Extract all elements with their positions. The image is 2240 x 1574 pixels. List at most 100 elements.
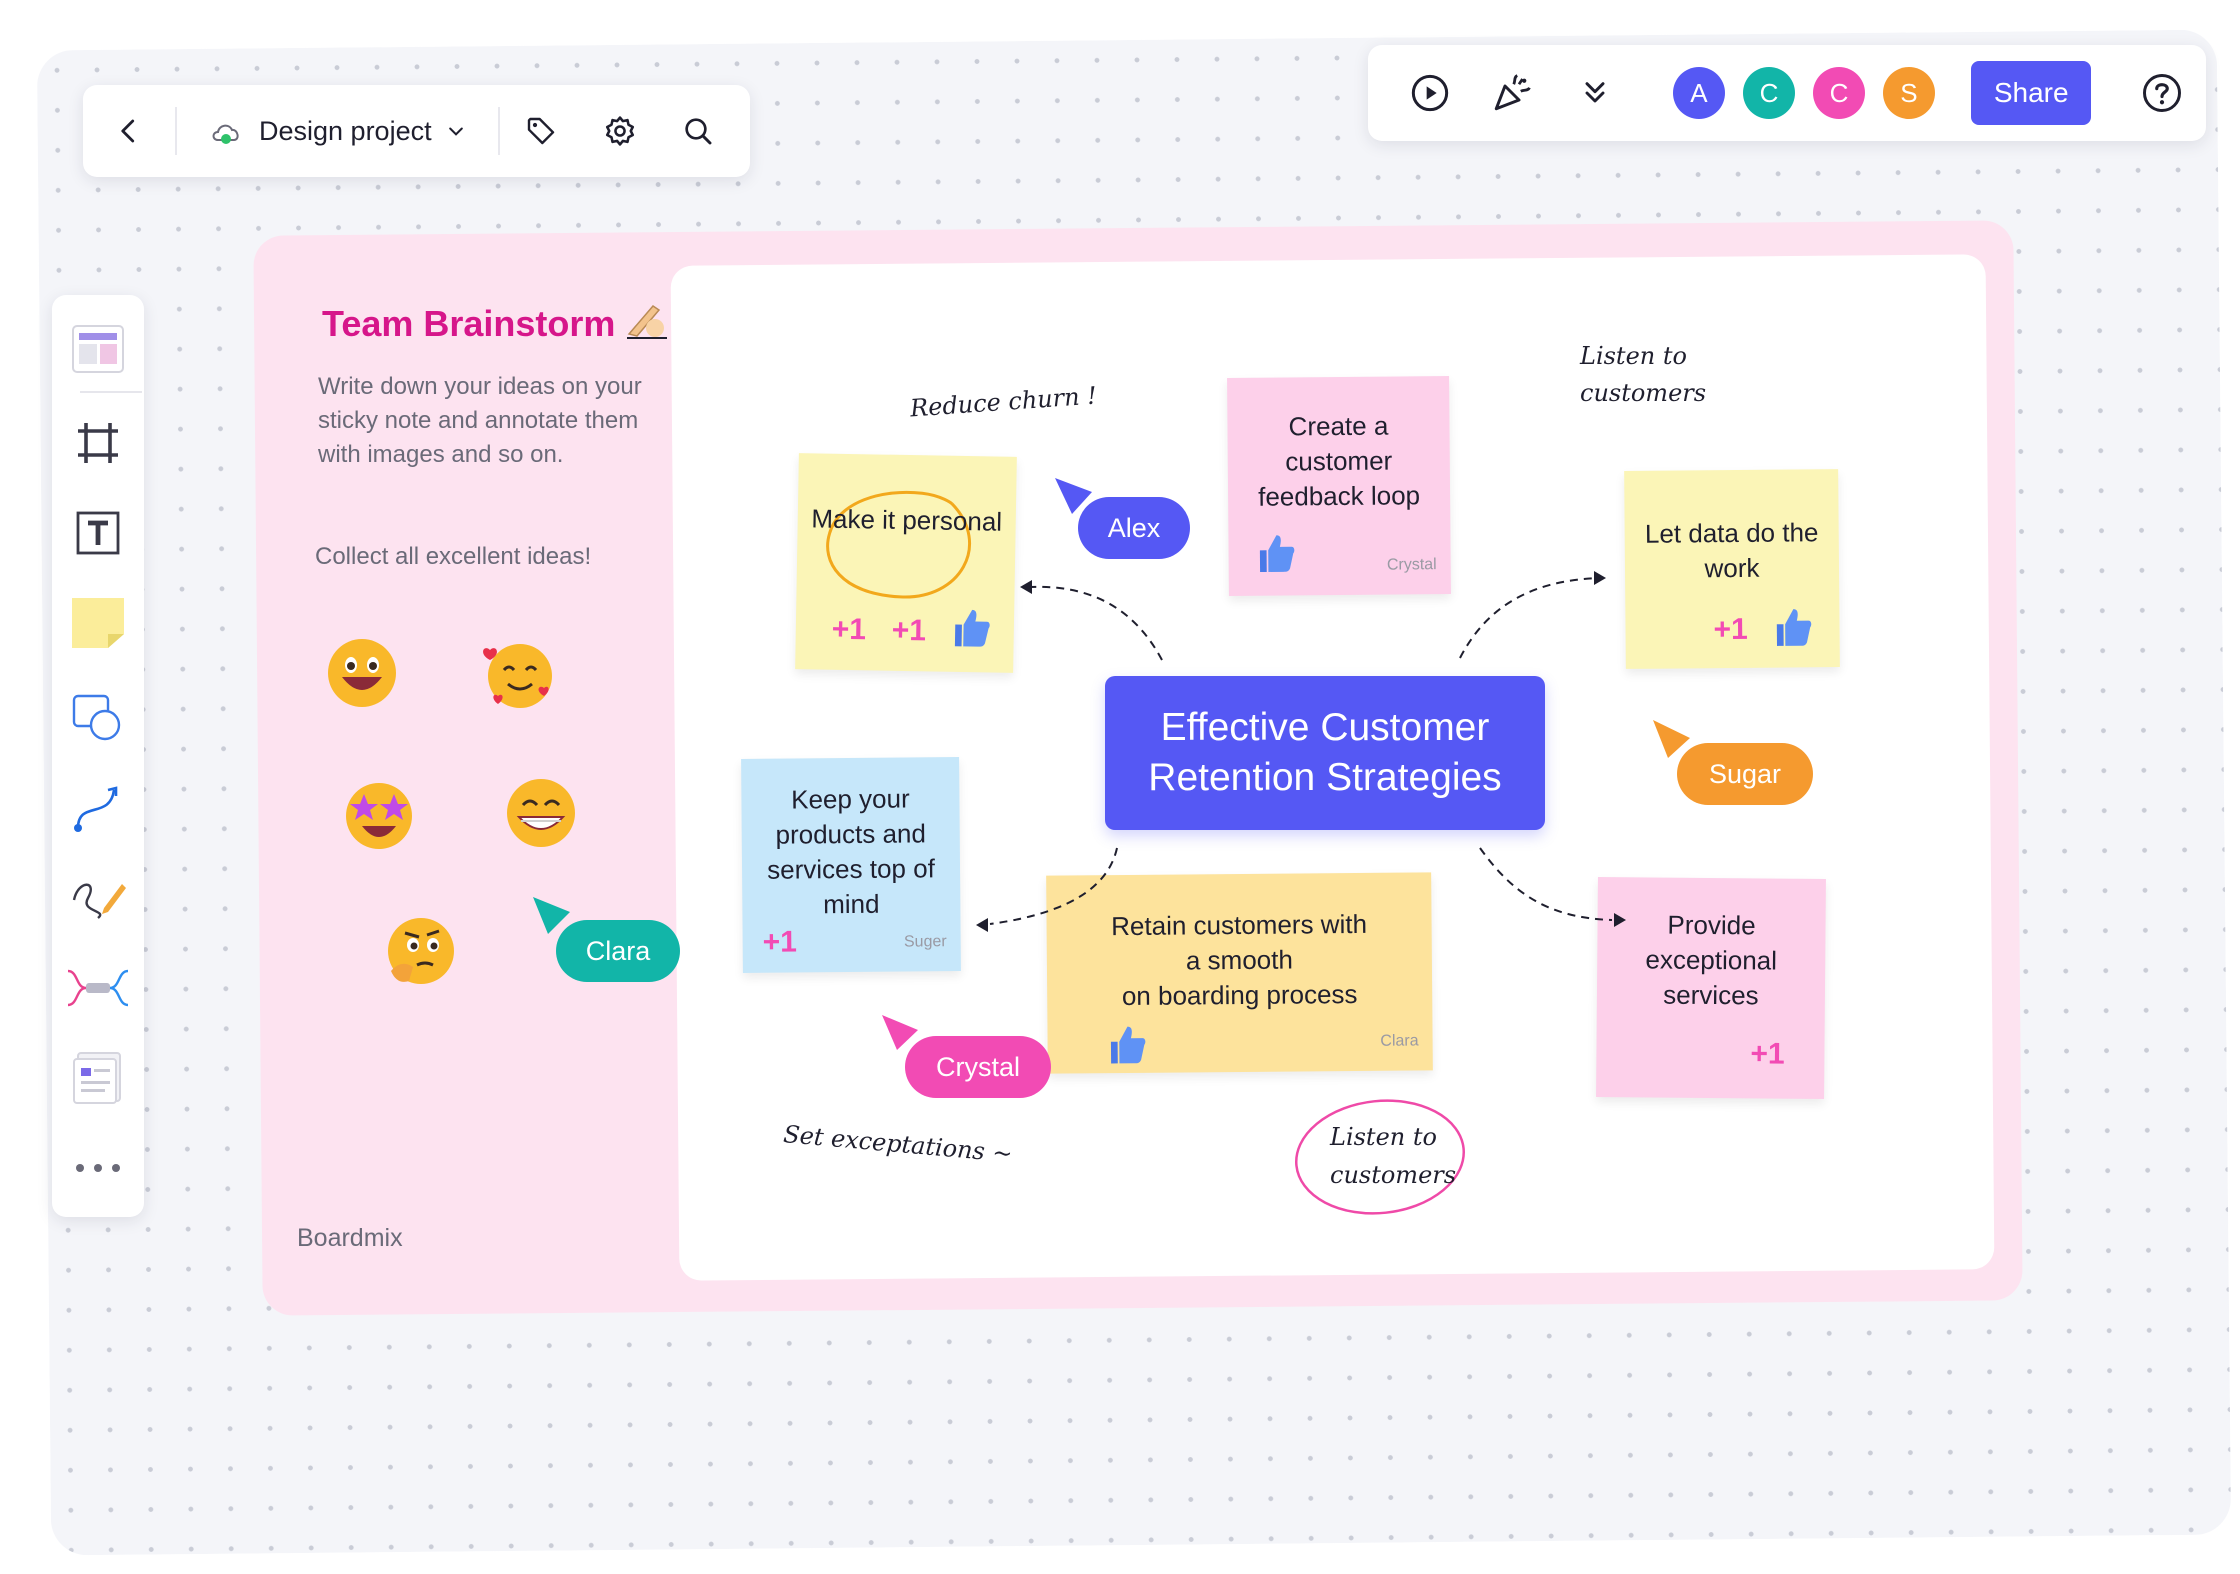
plus-one-sticker[interactable]: +1 [891, 613, 927, 648]
thumbs-up-icon[interactable] [1256, 531, 1296, 575]
note-text: Make it personal [811, 503, 1003, 537]
annotation-line: customers [1330, 1161, 1457, 1189]
template-tool[interactable] [52, 311, 144, 387]
collaborator-avatars: A C C S [1672, 67, 1935, 119]
text-icon [76, 511, 120, 555]
template-icon [72, 325, 124, 373]
chevron-down-icon [448, 127, 463, 136]
collapse-button[interactable] [1557, 45, 1633, 141]
plus-one-sticker[interactable]: +1 [831, 612, 867, 647]
tag-button[interactable] [500, 85, 582, 177]
sticky-note-tool[interactable] [52, 585, 144, 661]
annotation-line: Listen to [1330, 1123, 1437, 1151]
avatar[interactable]: C [1812, 67, 1865, 119]
annotation-listen-bottom[interactable]: Listen to customers [1330, 1118, 1456, 1194]
frame-tool[interactable] [52, 405, 144, 481]
note-text: Retain customers with a smooth on boardi… [1046, 906, 1432, 1014]
text-tool[interactable] [52, 495, 144, 571]
thumbs-up-icon[interactable] [1773, 605, 1813, 649]
avatar[interactable]: S [1882, 67, 1935, 119]
thumbs-up-icon[interactable] [951, 606, 992, 651]
pen-icon [72, 883, 126, 919]
plus-one-sticker[interactable]: +1 [1750, 1037, 1785, 1071]
project-switcher[interactable]: Design project [177, 85, 498, 177]
pen-tool[interactable] [52, 860, 144, 936]
title-text: Team Brainstorm [322, 303, 616, 344]
gear-icon [605, 116, 634, 146]
present-button[interactable] [1392, 45, 1468, 141]
more-icon [76, 1164, 120, 1172]
note-text: Keep your products and services top of m… [767, 783, 935, 920]
note-text: Provide exceptional services [1645, 909, 1778, 1011]
note-text-line: Retain customers with [1111, 908, 1368, 942]
brand-label: Boardmix [297, 1224, 403, 1252]
cloud-synced-icon [212, 124, 239, 144]
search-button[interactable] [658, 85, 738, 177]
sticky-note-services[interactable]: Provide exceptional services +1 [1596, 877, 1826, 1099]
document-icon [73, 1052, 121, 1104]
page-title: Team Brainstorm [322, 300, 669, 345]
play-icon [1411, 74, 1449, 112]
annotation-listen-top[interactable]: Listen to customers [1580, 338, 1706, 412]
thinking-face-icon[interactable] [383, 915, 457, 989]
divider [80, 391, 142, 393]
mindmap-icon [67, 969, 129, 1007]
writing-hand-icon [627, 305, 668, 339]
sticky-note-personal[interactable]: Make it personal +1 +1 [795, 453, 1017, 673]
plus-one-sticker[interactable]: +1 [762, 925, 798, 959]
chevron-left-icon [121, 119, 135, 143]
sticky-note-feedback[interactable]: Create a customer feedback loop Crystal [1227, 376, 1451, 596]
help-button[interactable] [2137, 45, 2186, 141]
settings-button[interactable] [582, 85, 658, 177]
more-tools-button[interactable] [52, 1130, 144, 1206]
divider [497, 107, 500, 155]
help-icon [2142, 74, 2181, 112]
beaming-face-icon[interactable] [505, 777, 577, 849]
top-right-toolbar: A C C S Share [1368, 45, 2206, 141]
note-text: Let data do the work [1644, 517, 1819, 584]
sticky-note-data[interactable]: Let data do the work +1 [1624, 469, 1840, 669]
thumbs-up-icon[interactable] [1107, 1023, 1147, 1067]
note-author: Crystal [1386, 556, 1437, 574]
connector-tool[interactable] [52, 770, 144, 846]
grinning-face-icon[interactable] [326, 637, 398, 709]
celebrate-button[interactable] [1468, 45, 1557, 141]
back-button[interactable] [83, 85, 175, 177]
instructions: Write down your ideas on your sticky not… [318, 373, 642, 468]
central-topic[interactable]: Effective Customer Retention Strategies [1105, 676, 1545, 830]
project-name: Design project [259, 115, 432, 146]
cursor-label-crystal: Crystal [905, 1036, 1051, 1098]
tag-icon [527, 117, 554, 145]
document-tool[interactable] [52, 1040, 144, 1116]
plus-one-sticker[interactable]: +1 [1713, 612, 1748, 647]
sticky-note-onboarding[interactable]: Retain customers with a smooth on boardi… [1046, 872, 1433, 1074]
annotation-line: customers [1580, 379, 1707, 407]
divider [175, 107, 177, 155]
left-toolbar [52, 295, 144, 1217]
frame-icon [78, 423, 118, 463]
highlight-circle [826, 490, 971, 599]
double-chevron-down-icon [1585, 82, 1605, 103]
share-button[interactable]: Share [1970, 61, 2092, 125]
instructions-cta: Collect all excellent ideas! [315, 543, 592, 570]
note-text-line: a smooth [1185, 944, 1293, 976]
sticky-note-mind[interactable]: Keep your products and services top of m… [741, 757, 961, 973]
smiling-face-with-hearts-icon[interactable] [480, 636, 560, 712]
cursor-label-sugar: Sugar [1677, 743, 1813, 805]
avatar[interactable]: A [1672, 67, 1725, 119]
note-author: Suger [903, 933, 947, 951]
cursor-label-alex: Alex [1078, 497, 1190, 559]
avatar[interactable]: C [1742, 67, 1795, 119]
connector-icon [74, 786, 118, 832]
note-text: Create a customer feedback loop [1258, 410, 1421, 512]
cursor-label-clara: Clara [556, 920, 680, 982]
note-author: Clara [1380, 1032, 1419, 1050]
shape-tool[interactable] [52, 680, 144, 756]
mindmap-tool[interactable] [52, 950, 144, 1026]
annotation-line: Listen to [1580, 342, 1687, 370]
search-icon [684, 118, 712, 145]
top-left-toolbar: Design project [83, 85, 750, 177]
shapes-icon [72, 694, 121, 741]
note-text-line: on boarding process [1121, 978, 1358, 1012]
star-struck-icon[interactable] [340, 776, 418, 852]
